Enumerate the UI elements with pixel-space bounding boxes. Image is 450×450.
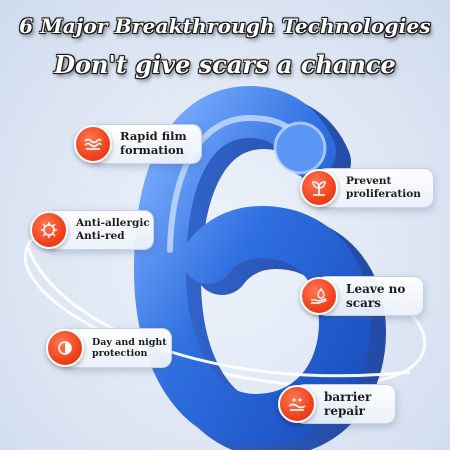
six-front-layer — [133, 85, 372, 447]
six-top-cap — [273, 121, 327, 175]
day-night-icon — [46, 329, 84, 367]
cell-icon — [30, 211, 68, 249]
headline-title: 6 Major Breakthrough Technologies — [19, 14, 431, 38]
hand-drop-icon — [300, 277, 338, 315]
headline-subtitle: Don't give scars a chance — [54, 50, 396, 79]
sprout-icon — [300, 169, 338, 207]
skin-layer-icon — [278, 385, 316, 423]
badge-pill — [316, 276, 424, 316]
six-highlight — [167, 114, 303, 253]
film-wave-icon — [74, 125, 112, 163]
